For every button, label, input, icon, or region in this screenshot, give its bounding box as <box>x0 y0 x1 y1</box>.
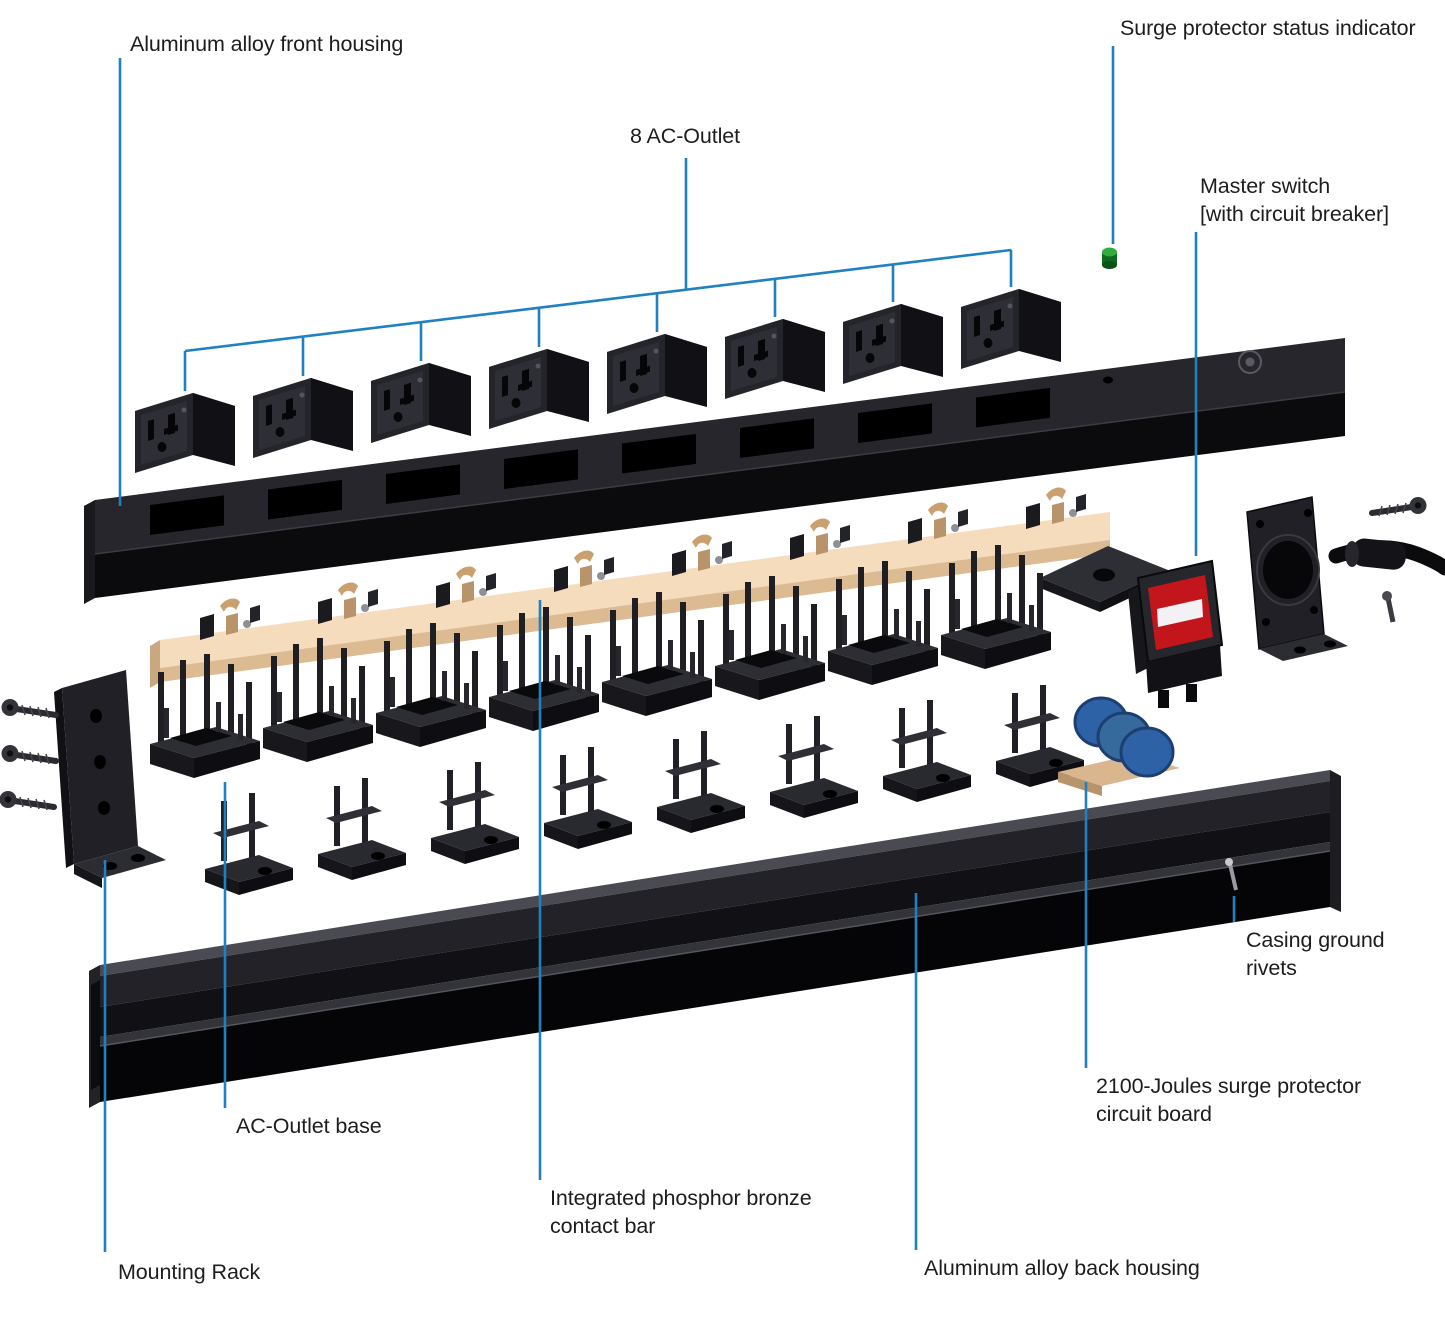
ac-outlet <box>961 289 1061 369</box>
mounting-rack-graphic <box>54 670 166 888</box>
status-led-graphic <box>1102 247 1117 269</box>
leader-lines <box>103 46 1236 1252</box>
plate-screw <box>1372 497 1427 516</box>
ground-rivet-graphic <box>1225 858 1238 891</box>
ac-outlet <box>725 319 825 399</box>
bracket-mount <box>657 731 745 833</box>
rack-screw <box>0 791 54 810</box>
label-back-housing: Aluminum alloy back housing <box>924 1256 1200 1280</box>
back-housing-graphic <box>89 770 1341 1108</box>
bracket-mount <box>205 793 293 895</box>
bracket-mount <box>318 778 406 880</box>
bracket-mount <box>883 700 971 802</box>
cord-plate-graphic <box>1246 496 1348 661</box>
label-status-indicator: Surge protector status indicator <box>1120 16 1416 40</box>
outlet-cutouts <box>150 387 1050 535</box>
brand-badge-icon <box>1238 350 1262 374</box>
bracket-mount <box>770 716 858 818</box>
front-housing-graphic <box>84 338 1346 604</box>
ac-outlet <box>843 304 943 384</box>
label-mounting-rack: Mounting Rack <box>118 1260 261 1284</box>
master-switch-graphic <box>1128 559 1224 708</box>
rack-screw <box>2 699 57 718</box>
ac-outlet <box>371 363 471 443</box>
label-surge-board: 2100-Joules surge protector circuit boar… <box>1096 1074 1362 1126</box>
label-contact-bar: Integrated phosphor bronze contact bar <box>550 1186 812 1238</box>
ac-outlet <box>607 334 707 414</box>
ac-outlet <box>489 349 589 429</box>
ac-outlet <box>135 393 235 473</box>
label-front-housing: Aluminum alloy front housing <box>130 32 404 56</box>
plate-pin <box>1382 591 1396 623</box>
label-ac-outlets: 8 AC-Outlet <box>630 124 741 148</box>
rack-screw <box>2 745 57 764</box>
power-cord-graphic <box>1328 538 1445 576</box>
surge-board-graphic <box>1058 696 1180 796</box>
ac-outlet <box>253 378 353 458</box>
bracket-mount <box>544 747 632 849</box>
label-outlet-base: AC-Outlet base <box>236 1114 382 1138</box>
bracket-mount <box>431 762 519 864</box>
leader-ac-outlets <box>183 158 1013 391</box>
label-ground-rivets: Casing ground rivets <box>1246 928 1385 980</box>
led-hole <box>1103 376 1113 384</box>
label-master-switch: Master switch [with circuit breaker] <box>1200 174 1389 226</box>
